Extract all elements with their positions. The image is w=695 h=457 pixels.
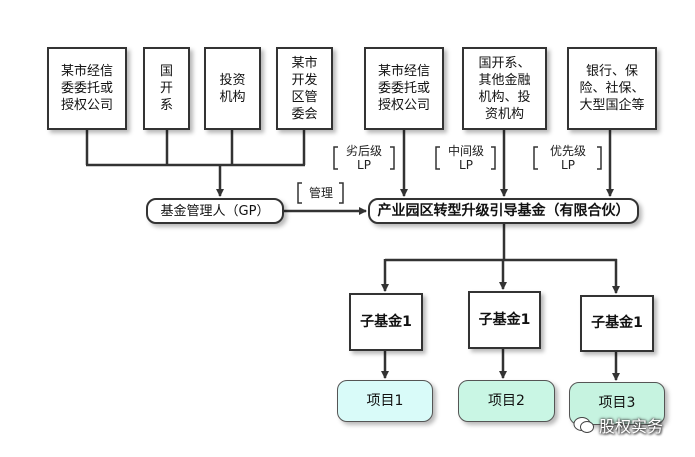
source-left-4: 某市 开发 区管 委会	[276, 47, 333, 130]
source-left-1: 某市经信 委委托或 授权公司	[47, 47, 127, 130]
guidance-fund: 产业园区转型升级引导基金（有限合伙）	[368, 198, 639, 224]
lp-label-subordinate: 劣后级 LP	[345, 144, 382, 172]
sub-fund-3: 子基金1	[580, 295, 654, 352]
source-left-3: 投资 机构	[204, 47, 261, 130]
sub-fund-2: 子基金1	[468, 291, 541, 349]
sub-fund-1: 子基金1	[349, 293, 423, 351]
watermark-text: 股权实务	[599, 417, 664, 436]
wechat-icon	[573, 417, 594, 433]
project-2: 项目2	[458, 380, 555, 422]
fund-manager-gp: 基金管理人（GP）	[146, 198, 284, 224]
source-right-1: 某市经信 委委托或 授权公司	[364, 47, 444, 130]
lp-label-senior: 优先级 LP	[549, 144, 586, 172]
source-left-2: 国 开 系	[143, 47, 190, 130]
watermark: 股权实务	[573, 413, 663, 437]
source-right-3: 银行、保 险、社保、 大型国企等	[567, 47, 657, 130]
project-1: 项目1	[337, 380, 433, 422]
lp-label-mezzanine: 中间级 LP	[447, 144, 484, 172]
manage-label: 管理	[308, 186, 333, 200]
source-right-2: 国开系、 其他金融 机构、投 资机构	[462, 47, 547, 130]
